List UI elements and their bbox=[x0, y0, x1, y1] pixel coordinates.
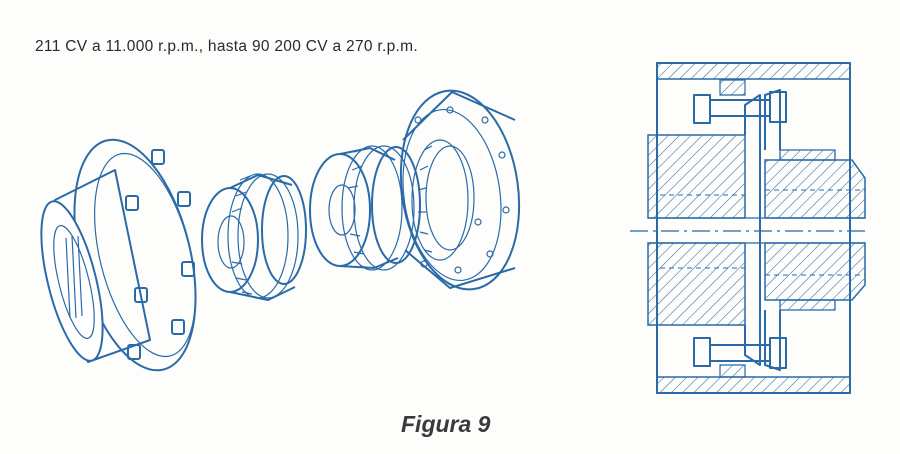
gear-sleeve-1 bbox=[201, 173, 307, 301]
figure-label: Figura 9 bbox=[401, 411, 491, 437]
left-flange-hub bbox=[40, 138, 197, 372]
bottom-bolt bbox=[693, 337, 787, 378]
gear-sleeve-2 bbox=[309, 145, 421, 271]
cross-section-body bbox=[630, 62, 870, 394]
exploded-coupling-drawing bbox=[40, 89, 521, 372]
right-flange-sleeve bbox=[399, 89, 521, 291]
caption-text: 211 CV a 11.000 r.p.m., hasta 90 200 CV … bbox=[35, 38, 418, 55]
top-bolt bbox=[693, 79, 787, 124]
